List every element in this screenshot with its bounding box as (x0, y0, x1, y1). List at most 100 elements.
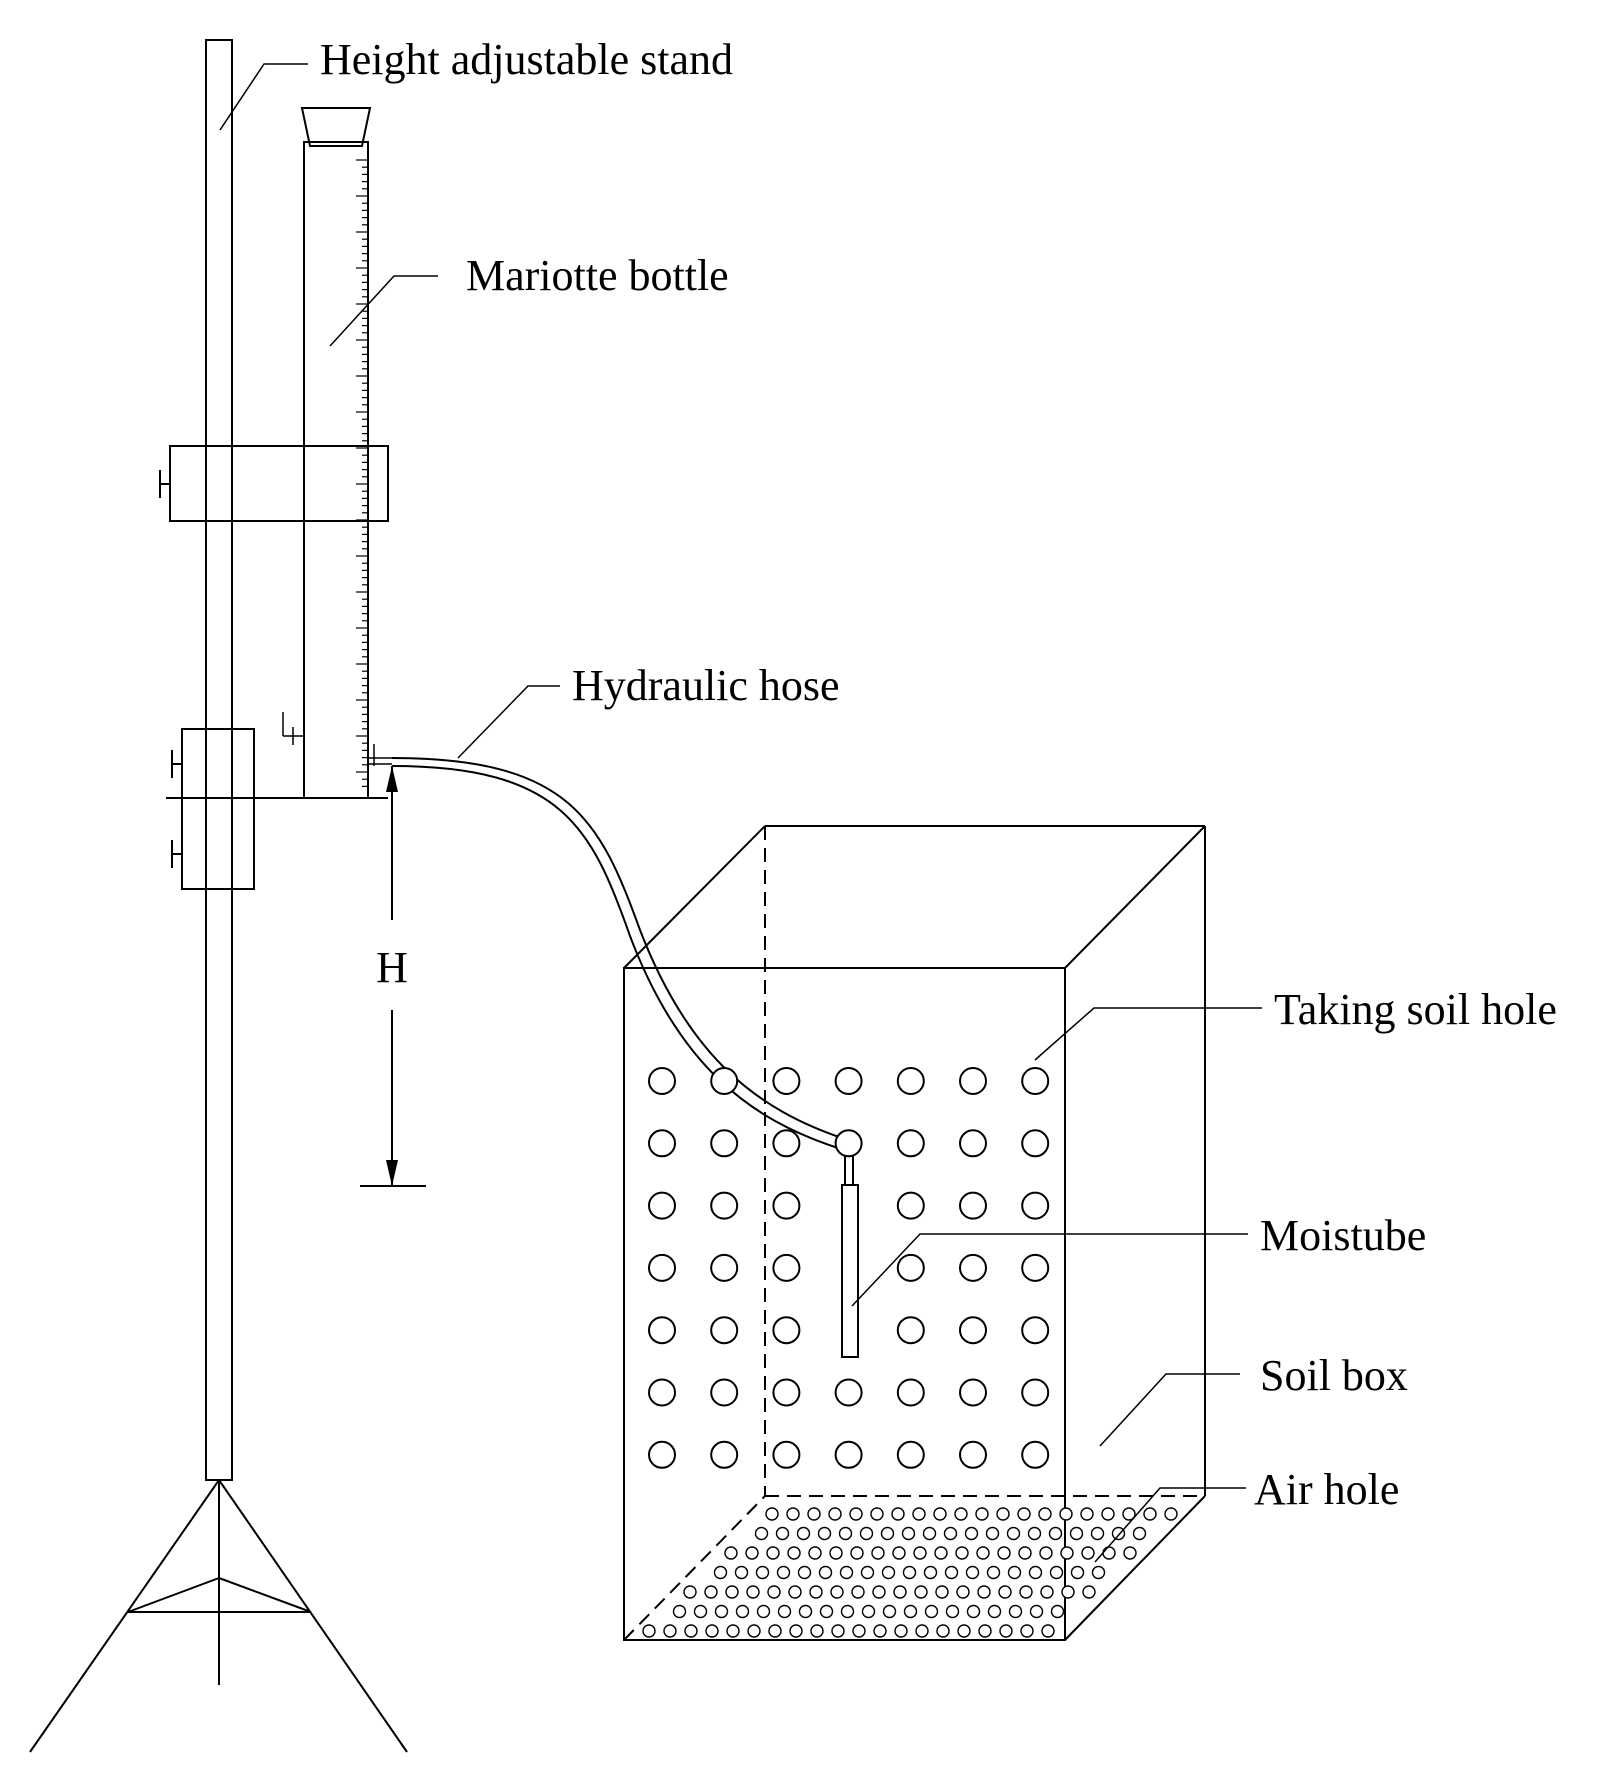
air-hole (756, 1604, 771, 1619)
air-hole (861, 1604, 876, 1619)
moistube-label: Moistube (1260, 1211, 1426, 1260)
air-hole (789, 1624, 803, 1638)
air-hole (829, 1546, 843, 1560)
air-hole (1070, 1565, 1085, 1580)
air-hole (1061, 1585, 1075, 1599)
air-hole (914, 1585, 928, 1599)
soil-hole (772, 1253, 801, 1282)
air-hole-label: Air hole (1254, 1465, 1399, 1514)
air-hole (766, 1546, 780, 1560)
soil-hole (772, 1067, 801, 1095)
air-hole (936, 1624, 950, 1638)
air-hole (693, 1604, 708, 1619)
air-hole (964, 1526, 979, 1541)
air-hole (891, 1507, 905, 1521)
air-hole (767, 1585, 781, 1599)
soil-hole (959, 1191, 987, 1220)
soil-hole (896, 1129, 925, 1158)
air-hole (873, 1624, 887, 1638)
soil-hole (896, 1253, 925, 1282)
air-hole (852, 1624, 866, 1638)
air-hole (755, 1565, 770, 1580)
air-hole (642, 1624, 656, 1638)
hydraulic-hose (391, 757, 854, 1185)
air-hole (807, 1507, 821, 1521)
air-hole (999, 1624, 1013, 1638)
air-hole (955, 1546, 969, 1560)
air-hole (818, 1565, 833, 1580)
air-hole (798, 1604, 813, 1619)
air-hole (985, 1526, 1000, 1541)
air-hole (977, 1585, 991, 1599)
soil-hole-label: Taking soil hole (1274, 985, 1557, 1034)
air-hole (998, 1585, 1012, 1599)
air-hole (945, 1604, 960, 1619)
air-hole (776, 1565, 791, 1580)
air-hole (893, 1585, 907, 1599)
air-hole (986, 1565, 1001, 1580)
air-hole (1111, 1526, 1126, 1541)
air-hole (839, 1565, 854, 1580)
soil-hole (710, 1253, 739, 1282)
soil-hole (710, 1378, 739, 1407)
soil-hole (772, 1129, 801, 1158)
soil-hole (1021, 1067, 1050, 1095)
soil-hole (648, 1440, 676, 1469)
air-hole (1091, 1565, 1106, 1580)
air-hole (954, 1507, 968, 1521)
air-hole (976, 1546, 990, 1560)
soil-hole (648, 1378, 676, 1407)
air-hole (1050, 1604, 1065, 1619)
head-label: H (376, 943, 408, 992)
soil-hole (772, 1316, 801, 1345)
soil-hole (896, 1191, 925, 1220)
soil-hole (1021, 1191, 1050, 1220)
soil-hole (834, 1067, 863, 1095)
air-hole (943, 1526, 958, 1541)
air-hole (1102, 1546, 1116, 1560)
air-hole (924, 1604, 939, 1619)
height-adjustable-stand (29, 39, 408, 1753)
air-hole (851, 1585, 865, 1599)
soil-hole (1021, 1316, 1050, 1345)
air-hole (713, 1565, 728, 1580)
air-hole (724, 1546, 738, 1560)
mariotte-bottle (282, 107, 392, 799)
soil-hole (959, 1067, 987, 1095)
air-hole (817, 1526, 832, 1541)
air-hole (663, 1624, 677, 1638)
air-hole (882, 1604, 897, 1619)
air-hole (714, 1604, 729, 1619)
soil-hole (648, 1191, 676, 1220)
hose-label: Hydraulic hose (572, 661, 840, 710)
air-hole (944, 1565, 959, 1580)
label-leaders (219, 63, 1262, 1563)
soil-hole (710, 1316, 739, 1345)
air-hole (809, 1585, 823, 1599)
air-hole (777, 1604, 792, 1619)
air-hole (935, 1585, 949, 1599)
air-hole (1164, 1507, 1178, 1521)
soil-hole (896, 1067, 925, 1095)
air-hole (1019, 1585, 1033, 1599)
air-hole (788, 1585, 802, 1599)
soil-hole (710, 1440, 739, 1469)
air-hole (768, 1624, 782, 1638)
air-hole (933, 1507, 947, 1521)
air-hole (1017, 1507, 1031, 1521)
air-hole (1080, 1507, 1094, 1521)
moistube (841, 1184, 859, 1358)
air-hole (1020, 1624, 1034, 1638)
air-hole (894, 1624, 908, 1638)
air-hole (831, 1624, 845, 1638)
air-hole (683, 1585, 697, 1599)
soil-hole (648, 1067, 676, 1095)
air-hole (912, 1507, 926, 1521)
air-hole (1008, 1604, 1023, 1619)
air-hole (1090, 1526, 1105, 1541)
air-hole (726, 1624, 740, 1638)
soil-hole (896, 1316, 925, 1345)
air-hole (923, 1565, 938, 1580)
bottle-scale (356, 159, 368, 788)
air-hole (881, 1565, 896, 1580)
